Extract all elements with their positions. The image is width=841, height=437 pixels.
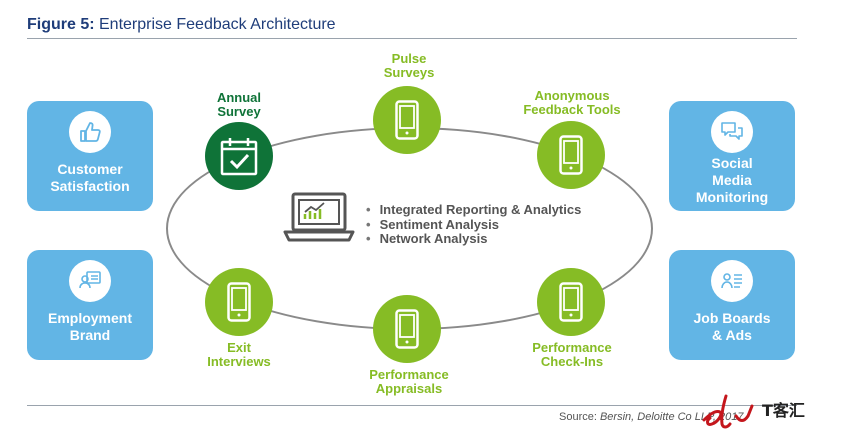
- mobile-phone-icon: [559, 282, 583, 322]
- node-exit-interviews: [205, 268, 273, 336]
- person-list-icon: [711, 260, 753, 302]
- id-card-icon: [69, 260, 111, 302]
- node-label-annual-survey: Annual Survey: [216, 90, 262, 119]
- node-label-exit-interviews: Exit Interviews: [207, 340, 271, 369]
- chat-bubbles-icon: [711, 111, 753, 153]
- node-pulse-surveys: [373, 86, 441, 154]
- list-item: Sentiment Analysis: [366, 217, 581, 233]
- mobile-phone-icon: [395, 100, 419, 140]
- node-performance-check-ins: [537, 268, 605, 336]
- node-label-anonymous-feedback: Anonymous Feedback Tools: [523, 88, 621, 117]
- node-annual-survey: [205, 122, 273, 190]
- node-anonymous-feedback-tools: [537, 121, 605, 189]
- box-label: Social Media Monitoring: [695, 155, 769, 205]
- node-label-pulse-surveys: Pulse Surveys: [383, 51, 435, 80]
- box-customer-satisfaction: Customer Satisfaction: [27, 101, 153, 211]
- calendar-check-icon: [220, 138, 258, 176]
- mobile-phone-icon: [227, 282, 251, 322]
- box-label: Employment Brand: [47, 310, 132, 343]
- mobile-phone-icon: [559, 135, 583, 175]
- box-job-boards: Job Boards & Ads: [669, 250, 795, 360]
- center-capabilities-list: Integrated Reporting & Analytics Sentime…: [366, 202, 582, 247]
- node-label-performance-appraisals: Performance Appraisals: [369, 367, 449, 396]
- bottom-divider: [27, 405, 797, 406]
- laptop-chart-icon: [283, 192, 355, 242]
- node-label-performance-check-ins: Performance Check-Ins: [532, 340, 612, 369]
- list-item: Network Analysis: [366, 231, 581, 247]
- mobile-phone-icon: [395, 309, 419, 349]
- box-social-media-monitoring: Social Media Monitoring: [669, 101, 795, 211]
- box-employment-brand: Employment Brand: [27, 250, 153, 360]
- top-divider: [27, 38, 797, 39]
- node-performance-appraisals: [373, 295, 441, 363]
- box-label: Job Boards & Ads: [693, 310, 771, 343]
- watermark-logo: T客汇: [702, 394, 805, 429]
- figure-title: Figure 5: Enterprise Feedback Architectu…: [27, 16, 336, 33]
- list-item: Integrated Reporting & Analytics: [366, 202, 582, 218]
- watermark-text: T客汇: [762, 401, 805, 420]
- box-label: Customer Satisfaction: [50, 161, 130, 194]
- thumbs-up-icon: [69, 111, 111, 153]
